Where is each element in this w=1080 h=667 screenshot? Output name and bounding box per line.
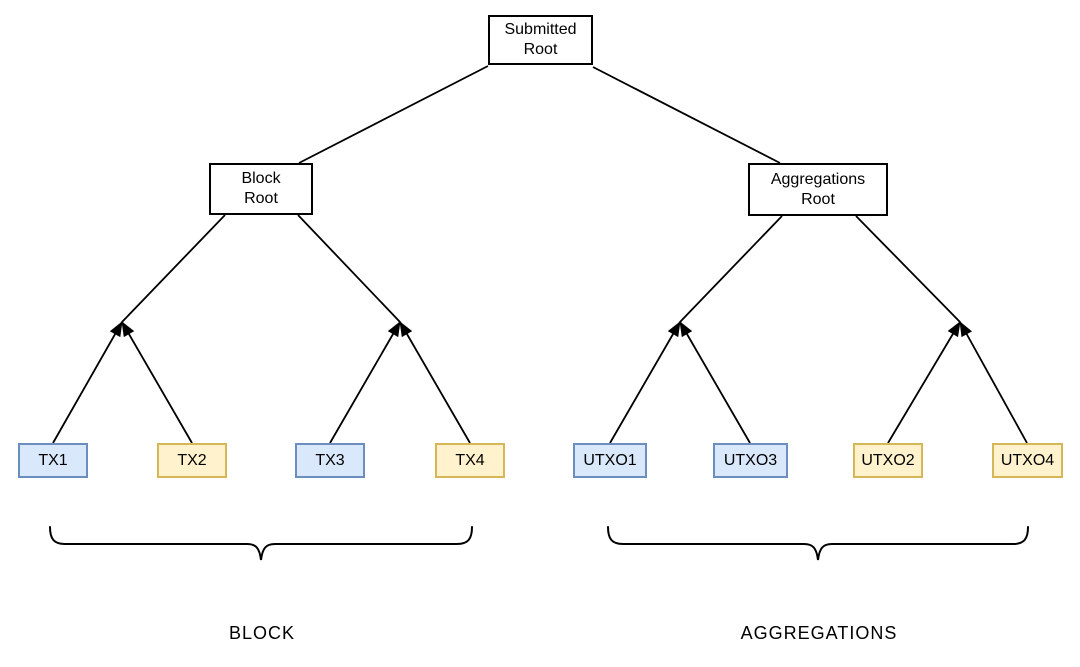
arrow-tx4	[399, 321, 471, 444]
edge-block-to-junction-right	[297, 214, 401, 323]
node-submitted-root: Submitted Root	[488, 15, 593, 65]
node-tx4: TX4	[435, 443, 505, 478]
node-tx2: TX2	[157, 443, 227, 478]
node-utxo3: UTXO3	[713, 443, 788, 478]
arrow-utxo1	[609, 321, 681, 444]
arrow-utxo4	[959, 321, 1028, 444]
block-brace-icon	[49, 526, 473, 561]
edge-aggregations-to-junction-left	[679, 215, 783, 323]
arrow-tx3	[329, 321, 401, 444]
node-aggregations-root: Aggregations Root	[748, 163, 888, 216]
arrow-utxo2	[887, 321, 961, 444]
brace-group	[49, 526, 1029, 561]
edge-block-to-junction-left	[121, 214, 226, 323]
group-label-block: BLOCK	[228, 623, 296, 643]
edge-aggregations-to-junction-right	[855, 215, 961, 323]
group-label-aggregations: AGGREGATIONS	[740, 623, 898, 643]
edge-submitted-to-aggregations	[592, 66, 781, 164]
node-tx1: TX1	[18, 443, 88, 478]
edge-group	[52, 65, 1028, 444]
node-tx3: TX3	[295, 443, 365, 478]
node-utxo2: UTXO2	[853, 443, 923, 478]
arrow-utxo3	[679, 321, 751, 444]
node-utxo4: UTXO4	[992, 443, 1063, 478]
edge-submitted-to-block	[298, 65, 489, 164]
node-block-root: Block Root	[209, 163, 313, 215]
arrow-tx1	[52, 321, 123, 444]
node-utxo1: UTXO1	[573, 443, 647, 478]
arrow-tx2	[121, 321, 193, 444]
aggregations-brace-icon	[607, 526, 1029, 561]
